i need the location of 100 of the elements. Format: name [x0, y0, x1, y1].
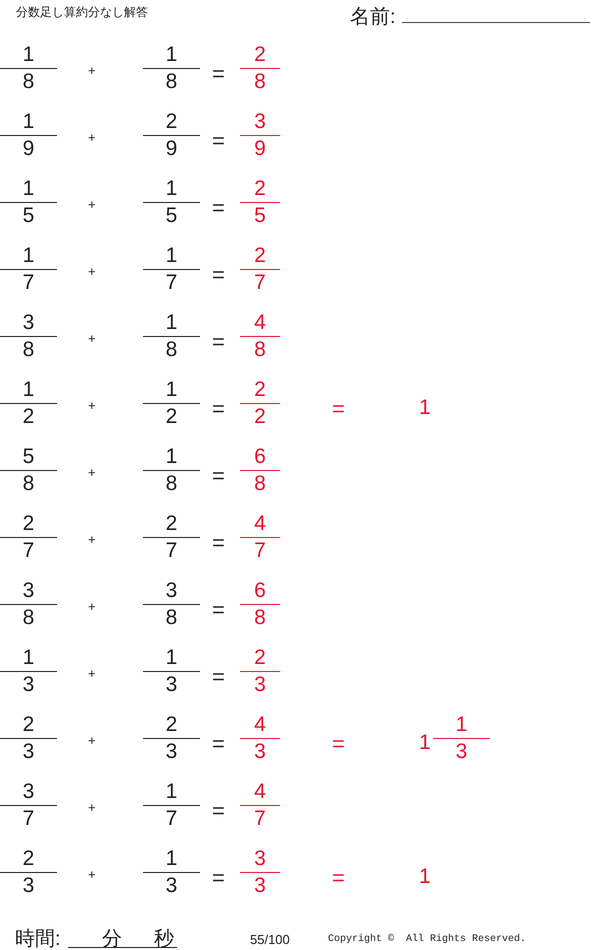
operator-sign: = — [212, 864, 225, 892]
numerator: 3 — [166, 578, 178, 604]
denominator: 7 — [254, 270, 266, 296]
denominator: 2 — [254, 404, 266, 430]
denominator: 3 — [166, 672, 178, 698]
numerator: 1 — [166, 310, 178, 336]
numerator: 2 — [254, 243, 266, 269]
denominator: 3 — [166, 739, 178, 765]
denominator: 7 — [166, 270, 178, 296]
numerator: 1 — [166, 377, 178, 403]
numerator: 2 — [166, 712, 178, 738]
denominator: 7 — [254, 538, 266, 564]
denominator: 8 — [254, 337, 266, 363]
denominator: 7 — [22, 270, 34, 296]
denominator: 5 — [22, 203, 34, 229]
operator-sign: + — [88, 330, 96, 348]
denominator: 5 — [254, 203, 266, 229]
numerator: 1 — [166, 42, 178, 68]
denominator: 3 — [456, 739, 468, 765]
numerator: 4 — [254, 712, 266, 738]
denominator: 8 — [166, 337, 178, 363]
denominator: 7 — [22, 538, 34, 564]
operator-sign: = — [332, 864, 345, 892]
numerator: 3 — [22, 310, 34, 336]
page-number: 55/100 — [250, 931, 290, 949]
numerator: 1 — [166, 176, 178, 202]
denominator: 7 — [22, 806, 34, 832]
whole-number: 1 — [419, 864, 431, 890]
operator-sign: = — [212, 663, 225, 691]
numerator: 1 — [22, 42, 34, 68]
operator-sign: + — [88, 665, 96, 683]
name-label: 名前: — [350, 5, 396, 30]
whole-number: 1 — [419, 730, 431, 756]
numerator: 1 — [22, 176, 34, 202]
denominator: 8 — [166, 471, 178, 497]
numerator: 6 — [254, 444, 266, 470]
seconds-unit: 秒 — [154, 927, 174, 950]
denominator: 8 — [22, 605, 34, 631]
operator-sign: = — [212, 596, 225, 624]
numerator: 2 — [254, 377, 266, 403]
denominator: 7 — [166, 806, 178, 832]
denominator: 8 — [254, 69, 266, 95]
numerator: 3 — [254, 846, 266, 872]
worksheet-title: 分数足し算約分なし解答 — [16, 4, 148, 21]
operator-sign: + — [88, 799, 96, 817]
numerator: 2 — [22, 846, 34, 872]
numerator: 1 — [166, 243, 178, 269]
operator-sign: = — [212, 194, 225, 222]
numerator: 1 — [166, 444, 178, 470]
denominator: 8 — [254, 605, 266, 631]
numerator: 1 — [22, 645, 34, 671]
numerator: 2 — [166, 109, 178, 135]
operator-sign: = — [212, 797, 225, 825]
denominator: 8 — [22, 471, 34, 497]
operator-sign: = — [212, 328, 225, 356]
operator-sign: + — [88, 598, 96, 616]
numerator: 3 — [22, 779, 34, 805]
denominator: 8 — [22, 69, 34, 95]
numerator: 1 — [456, 712, 468, 738]
denominator: 3 — [22, 739, 34, 765]
time-label: 時間: — [15, 927, 61, 950]
numerator: 2 — [22, 511, 34, 537]
operator-sign: = — [212, 395, 225, 423]
denominator: 8 — [254, 471, 266, 497]
numerator: 5 — [22, 444, 34, 470]
operator-sign: = — [332, 730, 345, 758]
numerator: 2 — [254, 645, 266, 671]
numerator: 3 — [22, 578, 34, 604]
operator-sign: = — [212, 730, 225, 758]
denominator: 9 — [254, 136, 266, 162]
denominator: 3 — [254, 672, 266, 698]
operator-sign: = — [212, 261, 225, 289]
denominator: 3 — [22, 672, 34, 698]
numerator: 4 — [254, 310, 266, 336]
numerator: 2 — [166, 511, 178, 537]
numerator: 4 — [254, 779, 266, 805]
numerator: 1 — [22, 109, 34, 135]
operator-sign: = — [212, 462, 225, 490]
denominator: 2 — [166, 404, 178, 430]
operator-sign: = — [212, 529, 225, 557]
operator-sign: = — [212, 60, 225, 88]
operator-sign: + — [88, 263, 96, 281]
numerator: 1 — [166, 645, 178, 671]
denominator: 9 — [166, 136, 178, 162]
operator-sign: + — [88, 866, 96, 884]
operator-sign: + — [88, 397, 96, 415]
numerator: 2 — [22, 712, 34, 738]
operator-sign: + — [88, 129, 96, 147]
numerator: 2 — [254, 42, 266, 68]
denominator: 9 — [22, 136, 34, 162]
numerator: 2 — [254, 176, 266, 202]
denominator: 8 — [166, 605, 178, 631]
numerator: 1 — [22, 377, 34, 403]
numerator: 3 — [254, 109, 266, 135]
whole-number: 1 — [419, 395, 431, 421]
denominator: 7 — [166, 538, 178, 564]
denominator: 3 — [254, 873, 266, 899]
operator-sign: + — [88, 196, 96, 214]
copyright-notice: Copyright © All Rights Reserved. — [328, 932, 526, 947]
denominator: 3 — [22, 873, 34, 899]
